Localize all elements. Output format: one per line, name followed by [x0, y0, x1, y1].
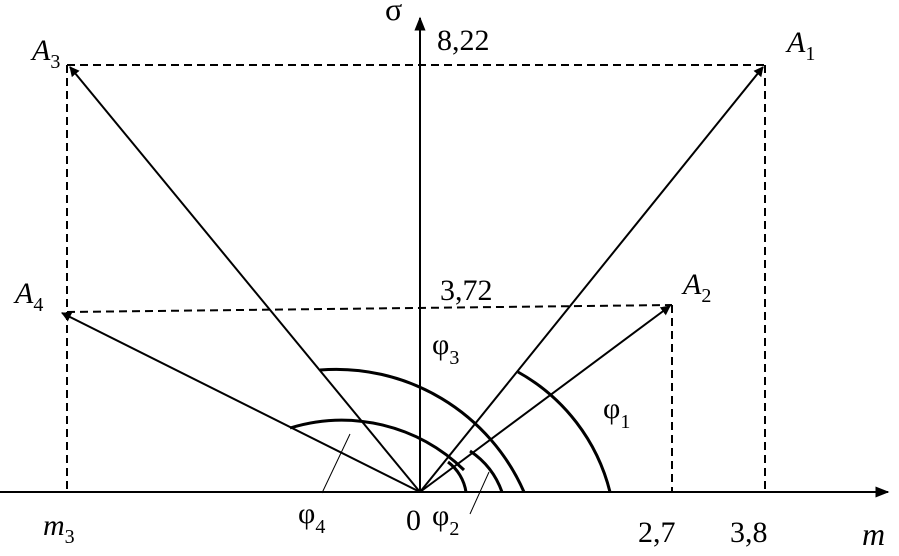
dash-a4-a2: [66, 304, 673, 313]
point-a4-label: A4: [13, 277, 43, 316]
arc-phi2-inner: [447, 460, 468, 493]
arc-phi4: [289, 418, 466, 472]
leader-phi2: [469, 471, 490, 515]
leader-phi4: [321, 433, 351, 494]
point-a2-label: A2: [681, 268, 711, 307]
angle-arcs: [289, 367, 612, 493]
projection-lines: [66, 64, 766, 492]
point-a1-label: A1: [785, 26, 815, 65]
vector-a4: [61, 312, 421, 493]
arc-phi1: [517, 370, 612, 493]
m-axis-label: m: [862, 516, 885, 552]
m-value-a1: 3,8: [730, 516, 768, 549]
angle-phi2-label: φ2: [432, 499, 459, 540]
arc-phi2: [469, 449, 504, 493]
vectors: [61, 66, 764, 493]
angle-phi4-label: φ4: [298, 497, 325, 538]
arc-phi3: [319, 367, 526, 493]
point-a3-label: A3: [30, 34, 60, 73]
sigma-axis-label: σ: [385, 0, 402, 27]
angle-phi3-label: φ3: [432, 328, 459, 369]
m3-label: m3: [43, 509, 75, 548]
angle-phi1-label: φ1: [603, 392, 630, 433]
m-value-a2: 2,7: [638, 516, 676, 549]
vector-a1: [419, 66, 764, 493]
leader-lines: [321, 433, 490, 515]
vector-a2: [419, 305, 671, 493]
vector-a3: [69, 66, 421, 493]
sigma-value-low: 3,72: [440, 274, 493, 307]
origin-label: 0: [406, 504, 421, 537]
sigma-value-high: 8,22: [437, 24, 490, 57]
